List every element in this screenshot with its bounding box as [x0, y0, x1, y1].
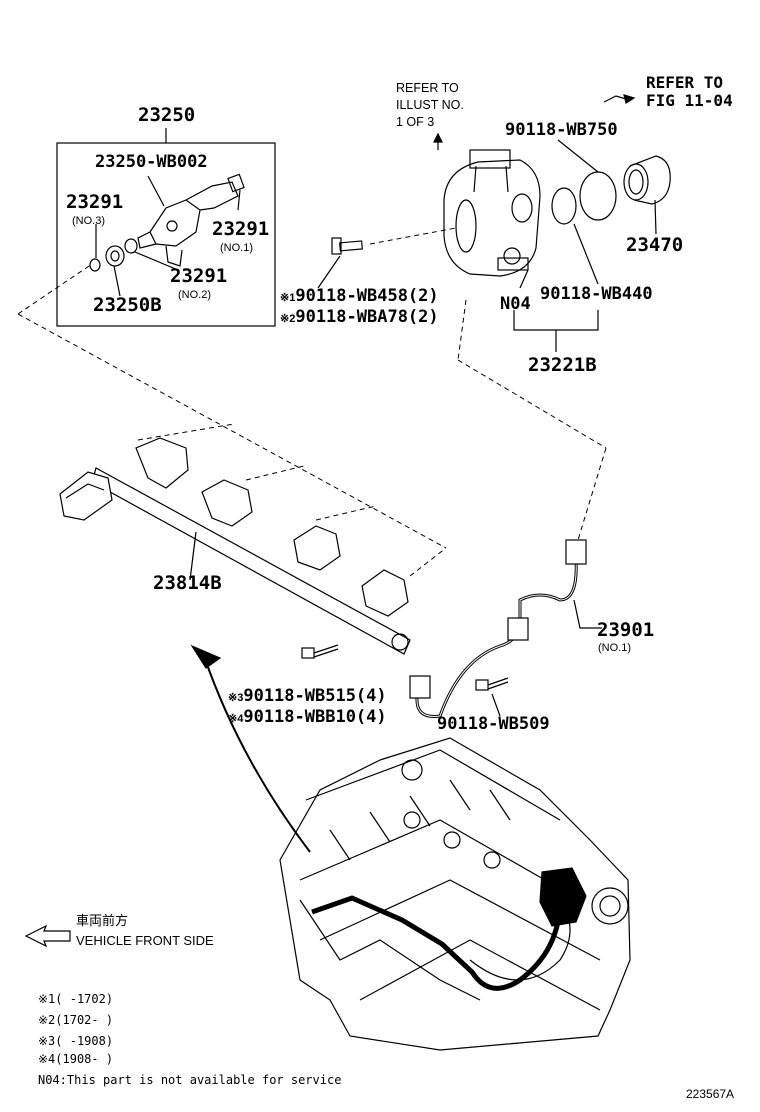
oring-bottom-part: [551, 187, 577, 225]
bolt4-label: ※490118-WBB10(4): [228, 709, 387, 726]
install-arrow: [203, 655, 311, 853]
oring-top-part: [579, 171, 617, 221]
oring-no3-label: 23291: [66, 191, 124, 213]
note-1: ※1( -1702): [38, 992, 114, 1006]
refer-illust-label: REFER TO ILLUST NO. 1 OF 3: [396, 81, 464, 129]
note-4: ※4(1908- ): [38, 1052, 114, 1066]
bolt1-mark: ※1: [280, 292, 296, 304]
assembly-title-label: 23250: [138, 104, 196, 126]
note-n04: N04:This part is not available for servi…: [38, 1073, 342, 1087]
oring-no1-label: 23291: [212, 218, 270, 240]
bolt3-label: ※390118-WB515(4): [228, 688, 387, 705]
bolt1-label: ※190118-WB458(2): [280, 288, 439, 305]
fuel-pipe-label: 23901: [597, 619, 655, 641]
fuel-pipe-drawing: [409, 539, 587, 718]
bolt2-part-number: 90118-WBA78(2): [295, 307, 439, 327]
pipe-bolt-part: [475, 677, 509, 691]
fuel-pipe-sub: (NO.1): [598, 642, 631, 654]
rail-bolt-part: [301, 644, 339, 659]
oring-bottom-label: 90118-WB440: [540, 284, 653, 304]
fuel-pump-drawing: [443, 149, 541, 277]
oring-no2-sub: (NO.2): [178, 289, 211, 301]
washer-part: [105, 245, 125, 267]
note-3: ※3( -1908): [38, 1034, 114, 1048]
oring-no2-part: [124, 238, 138, 254]
oring-no1-sub: (NO.1): [220, 242, 253, 254]
pipe-bolt-label: 90118-WB509: [437, 714, 550, 734]
bolt1-part-number: 90118-WB458(2): [295, 286, 439, 306]
diagram-id: 223567A: [686, 1087, 735, 1101]
vehicle-front-jp: 車両前方: [76, 913, 129, 928]
vehicle-front-arrow: [24, 924, 71, 948]
injector-label: 23250-WB002: [95, 152, 208, 172]
fuel-rail-drawing: [59, 437, 411, 655]
wire-harness: [311, 895, 563, 991]
delivery-pipe-label: 23814B: [153, 572, 222, 594]
oring-no3-part: [89, 258, 101, 272]
oring-top-label: 90118-WB750: [505, 120, 618, 140]
n04-label: N04: [500, 294, 531, 314]
injector-drawing: [137, 173, 245, 267]
vehicle-front-en: VEHICLE FRONT SIDE: [76, 933, 214, 948]
pump-bolt-part: [331, 237, 363, 255]
washer-label: 23250B: [93, 294, 162, 316]
oring-no2-label: 23291: [170, 265, 228, 287]
bolt4-part-number: 90118-WBB10(4): [243, 707, 387, 727]
seal-part: [623, 155, 671, 205]
oring-no3-sub: (NO.3): [72, 215, 105, 227]
bolt3-part-number: 90118-WB515(4): [243, 686, 387, 706]
bolt2-mark: ※2: [280, 313, 296, 325]
pump-assy-label: 23221B: [528, 354, 597, 376]
bolt4-mark: ※4: [228, 713, 244, 725]
bolt3-mark: ※3: [228, 692, 244, 704]
bolt2-label: ※290118-WBA78(2): [280, 309, 439, 326]
refer-fig-label[interactable]: REFER TO FIG 11-04: [646, 73, 733, 111]
seal-label: 23470: [626, 234, 684, 256]
note-2: ※2(1702- ): [38, 1013, 114, 1027]
